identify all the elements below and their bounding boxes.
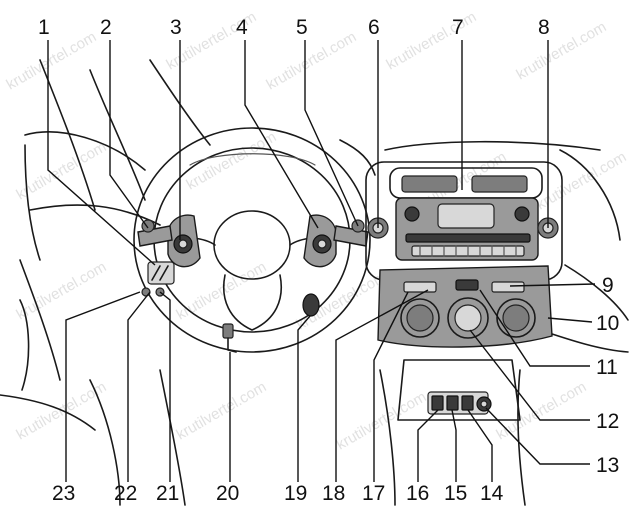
leader-18	[335, 289, 429, 482]
callout-8: 8	[538, 16, 550, 39]
watermark-text: krutilvertel.com	[174, 378, 270, 443]
leader-1	[47, 40, 156, 266]
callout-9: 9	[602, 274, 614, 297]
leader-22	[127, 291, 151, 482]
callout-13: 13	[596, 454, 619, 477]
callout-18: 18	[322, 482, 345, 505]
watermark-text: krutilvertel.com	[384, 8, 480, 73]
callout-10: 10	[596, 312, 619, 335]
leader-16	[417, 409, 439, 482]
callout-11: 11	[596, 356, 618, 379]
center-console	[365, 161, 563, 281]
climate-panel	[377, 265, 553, 348]
callout-17: 17	[362, 482, 385, 505]
callout-15: 15	[444, 482, 467, 505]
leader-11	[479, 289, 590, 367]
watermark-text: krutilvertel.com	[494, 378, 590, 443]
right-steering-switch	[303, 214, 337, 268]
leader-2	[109, 40, 149, 229]
watermark-text: krutilvertel.com	[14, 258, 110, 323]
callout-3: 3	[170, 16, 182, 39]
callout-19: 19	[284, 482, 307, 505]
leader-4	[244, 40, 319, 229]
callout-23: 23	[52, 482, 75, 505]
callout-numbers: 1 2 3 4 5 6 7 8 9 10 11 12 13 23 22 21 2…	[38, 16, 619, 505]
callout-16: 16	[406, 482, 429, 505]
lower-console	[397, 359, 521, 421]
watermark-text: krutilvertel.com	[264, 28, 360, 93]
watermark-text: krutilvertel.com	[514, 18, 610, 83]
callout-20: 20	[216, 482, 239, 505]
leader-12	[469, 329, 590, 421]
watermark-text: krutilvertel.com	[4, 28, 100, 93]
callout-14: 14	[480, 482, 504, 505]
callout-12: 12	[596, 410, 619, 433]
hood-release-lever	[222, 323, 237, 353]
leader-14	[467, 409, 493, 482]
leader-23	[65, 291, 141, 482]
steering-stalks	[137, 219, 369, 247]
leader-10	[547, 317, 593, 323]
callout-1: 1	[38, 16, 50, 39]
leader-21	[159, 291, 171, 482]
callout-4: 4	[236, 16, 248, 39]
callout-22: 22	[114, 482, 137, 505]
callout-2: 2	[100, 16, 112, 39]
leader-5	[304, 40, 359, 227]
leader-17	[373, 291, 409, 482]
watermark-text: krutilvertel.com	[174, 258, 270, 323]
callout-6: 6	[368, 16, 380, 39]
leader-15	[451, 409, 457, 482]
left-switch-cluster	[141, 261, 175, 297]
callout-5: 5	[296, 16, 308, 39]
leader-13	[485, 407, 590, 465]
callout-7: 7	[452, 16, 464, 39]
leader-9	[509, 283, 596, 287]
left-steering-switch	[167, 214, 201, 268]
watermark-text: krutilvertel.com	[334, 388, 430, 453]
callout-21: 21	[156, 482, 179, 505]
leader-19	[297, 315, 311, 482]
leader-lines	[47, 40, 596, 482]
lower-right-knob	[302, 293, 320, 317]
